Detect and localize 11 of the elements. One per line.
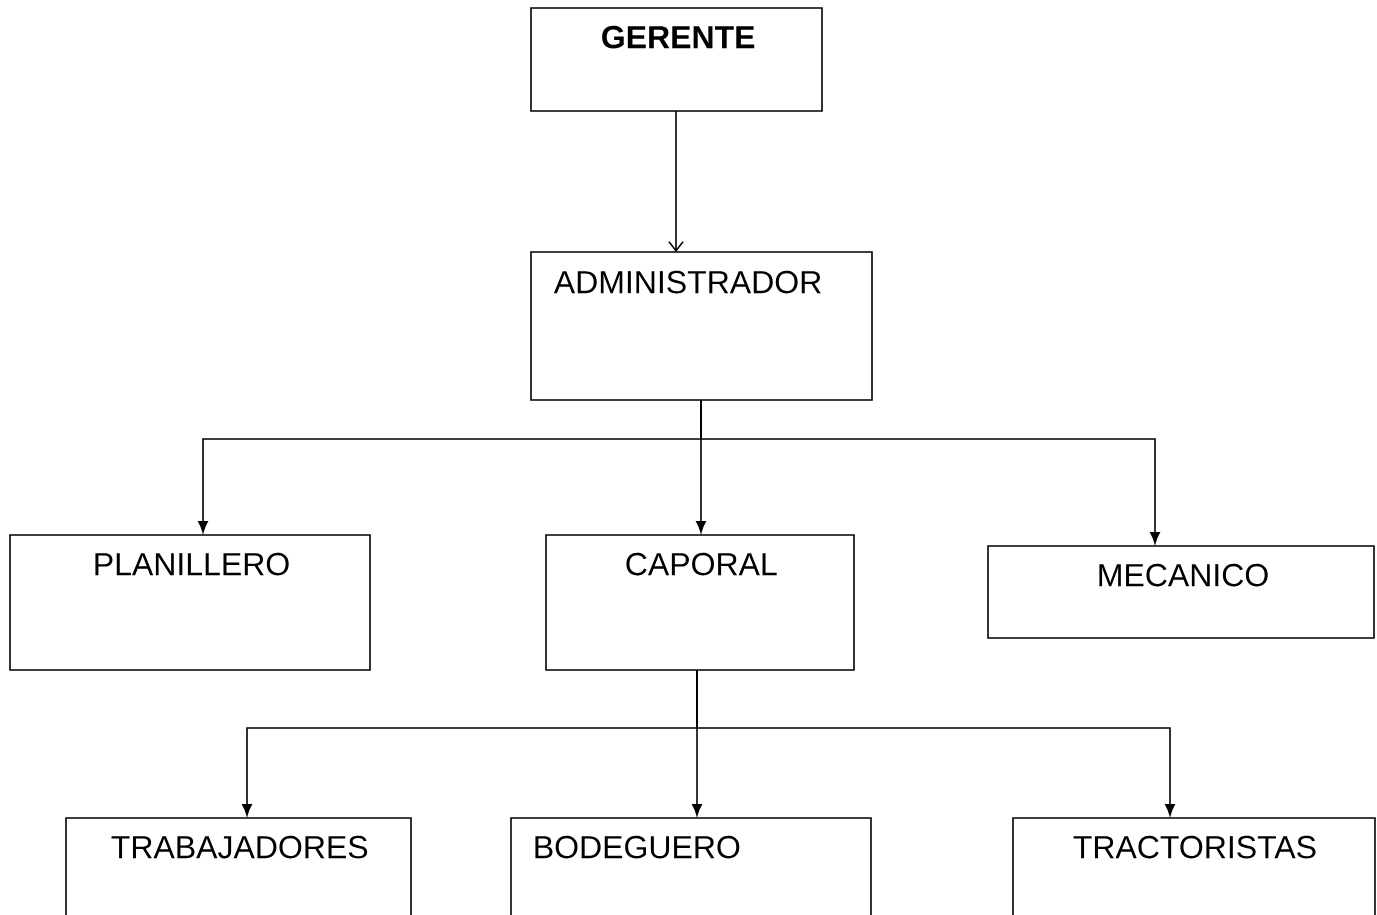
org-box: GERENTE bbox=[530, 7, 823, 112]
arrow bbox=[696, 669, 1175, 816]
org-box: BODEGUERO bbox=[510, 817, 872, 915]
org-box: PLANILLERO bbox=[9, 534, 371, 671]
org-box: TRABAJADORES bbox=[65, 817, 412, 915]
arrow bbox=[668, 110, 684, 252]
org-box: MECANICO bbox=[987, 545, 1375, 639]
org-box: CAPORAL bbox=[545, 534, 855, 671]
arrow bbox=[700, 399, 1160, 544]
org-box: ADMINISTRADOR bbox=[530, 251, 873, 401]
org-box: TRACTORISTAS bbox=[1012, 817, 1376, 915]
